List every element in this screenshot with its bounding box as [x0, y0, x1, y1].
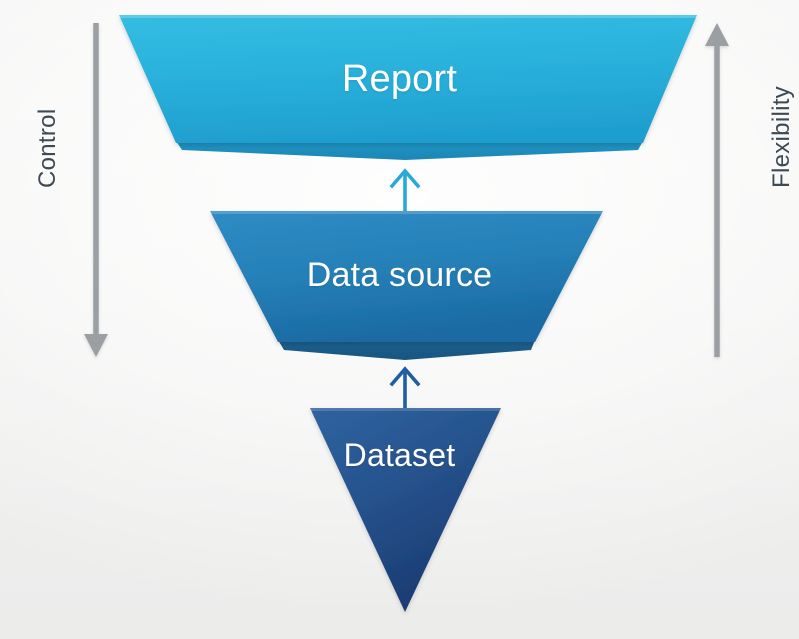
report-top-highlight [119, 15, 697, 18]
arrow-datasource-to-report [389, 168, 421, 211]
dataset-shape [310, 408, 501, 612]
arrow-dataset-to-datasource [389, 366, 421, 408]
flexibility-axis-arrow [705, 23, 729, 357]
dataset-top-highlight [310, 408, 501, 411]
datasource-top-highlight [210, 211, 603, 214]
datasource-shadow-band [278, 340, 535, 360]
control-axis-arrow [84, 23, 108, 357]
funnel-stage-dataset[interactable] [310, 408, 501, 612]
funnel-stage-data-source[interactable] [210, 211, 603, 360]
funnel-stage-report[interactable] [119, 15, 697, 160]
report-shape [119, 15, 697, 143]
datasource-shape [210, 211, 603, 342]
report-shadow-band [176, 141, 643, 160]
